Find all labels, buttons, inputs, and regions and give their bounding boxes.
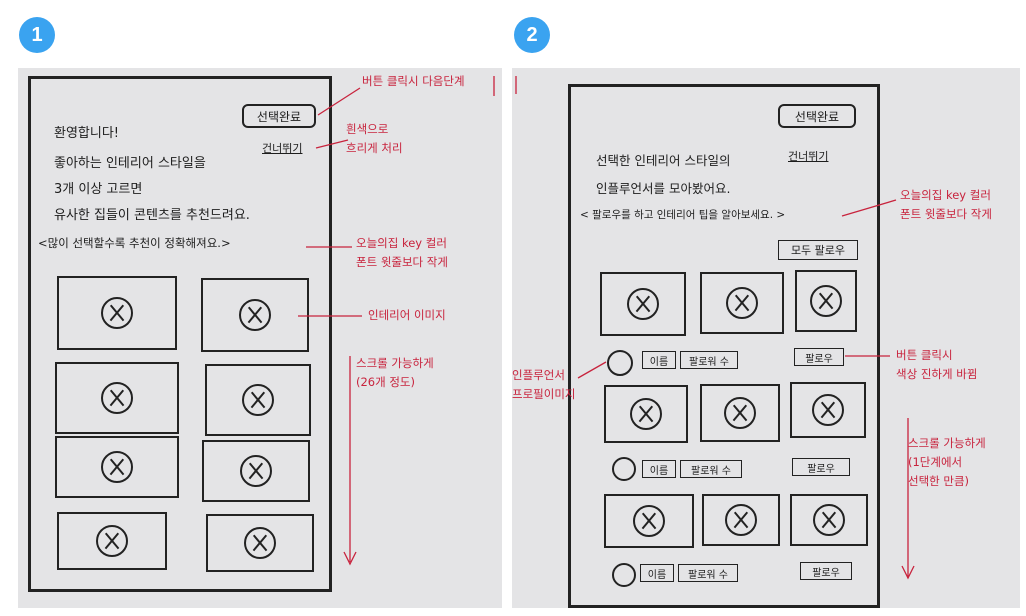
annotation-hint: 오늘의집 key 컬러 폰트 윗줄보다 작게 xyxy=(356,236,448,269)
annotation-scroll: 스크롤 가능하게 (26개 정도) xyxy=(356,356,434,389)
intro-line-3: 유사한 집들이 콘텐츠를 추천드려요. xyxy=(54,208,250,223)
phone-frame-1 xyxy=(28,76,332,592)
annotation-skip: 흰색으로 흐리게 처리 xyxy=(346,122,403,155)
hint-text-1: <많이 선택할수록 추천이 정확해져요.> xyxy=(38,236,231,250)
follow-button[interactable]: 팔로우 xyxy=(792,458,850,476)
annotation-hint: 오늘의집 key 컬러 폰트 윗줄보다 작게 xyxy=(900,188,992,221)
hint-text-2: < 팔로우를 하고 인테리어 팁을 알아보세요. > xyxy=(580,209,786,221)
interior-image[interactable] xyxy=(201,278,309,352)
interior-image[interactable] xyxy=(55,436,179,498)
interior-image[interactable] xyxy=(202,440,310,502)
intro-line-2: 3개 이상 고르면 xyxy=(54,182,143,197)
annotation-image: 인테리어 이미지 xyxy=(368,308,446,322)
connector-line xyxy=(317,87,361,116)
interior-image[interactable] xyxy=(795,270,857,332)
scroll-arrow-head xyxy=(343,551,357,566)
name-label: 이름 xyxy=(642,351,676,369)
interior-image[interactable] xyxy=(604,494,694,548)
image-placeholder-icon xyxy=(724,397,756,429)
phone-frame-2 xyxy=(568,84,880,608)
intro-line-1: 좋아하는 인테리어 스타일을 xyxy=(54,156,206,171)
name-label: 이름 xyxy=(642,460,676,478)
image-placeholder-icon xyxy=(726,287,758,319)
intro-line-2: 인플루언서를 모아봤어요. xyxy=(596,181,731,196)
follow-button[interactable]: 팔로우 xyxy=(794,348,844,366)
interior-image[interactable] xyxy=(205,364,311,436)
connector-line xyxy=(315,139,349,149)
image-placeholder-icon xyxy=(633,505,665,537)
image-placeholder-icon xyxy=(239,299,271,331)
annotation-profile: 인플루언서 프로필이미지 xyxy=(512,368,576,401)
follow-all-button[interactable]: 모두 팔로우 xyxy=(778,240,858,260)
profile-avatar[interactable] xyxy=(607,350,633,376)
image-placeholder-icon xyxy=(101,297,133,329)
image-placeholder-icon xyxy=(101,451,133,483)
follower-count: 팔로워 수 xyxy=(678,564,738,582)
interior-image[interactable] xyxy=(55,362,179,434)
image-placeholder-icon xyxy=(101,382,133,414)
annotation-follow-button: 버튼 클릭시 색상 진하게 바뀜 xyxy=(896,348,978,381)
image-placeholder-icon xyxy=(96,525,128,557)
step-badge-2: 2 xyxy=(514,17,550,53)
image-placeholder-icon xyxy=(244,527,276,559)
sketch-paper-1 xyxy=(18,68,502,608)
image-placeholder-icon xyxy=(813,504,845,536)
annotation-button: 버튼 클릭시 다음단계 xyxy=(362,74,465,88)
interior-image[interactable] xyxy=(702,494,780,546)
select-done-button-2[interactable]: 선택완료 xyxy=(778,104,856,128)
welcome-title: 환영합니다! xyxy=(54,126,120,141)
interior-image[interactable] xyxy=(700,384,780,442)
interior-image[interactable] xyxy=(790,494,868,546)
annotation-scroll: 스크롤 가능하게 (1단계에서 선택한 만큼) xyxy=(908,436,986,488)
follow-button[interactable]: 팔로우 xyxy=(800,562,852,580)
skip-link-2[interactable]: 건너뛰기 xyxy=(788,150,829,163)
interior-image[interactable] xyxy=(790,382,866,438)
image-placeholder-icon xyxy=(725,504,757,536)
profile-avatar[interactable] xyxy=(612,563,636,587)
interior-image[interactable] xyxy=(600,272,686,336)
image-placeholder-icon xyxy=(627,288,659,320)
follower-count: 팔로워 수 xyxy=(680,351,738,369)
interior-image[interactable] xyxy=(604,385,688,443)
image-placeholder-icon xyxy=(812,394,844,426)
sketch-paper-2 xyxy=(512,68,1020,608)
step-badge-1: 1 xyxy=(19,17,55,53)
name-label: 이름 xyxy=(640,564,674,582)
connector-line xyxy=(841,199,897,217)
image-placeholder-icon xyxy=(630,398,662,430)
image-placeholder-icon xyxy=(240,455,272,487)
image-placeholder-icon xyxy=(810,285,842,317)
scroll-arrow-head xyxy=(901,565,915,580)
profile-avatar[interactable] xyxy=(612,457,636,481)
interior-image[interactable] xyxy=(57,276,177,350)
interior-image[interactable] xyxy=(57,512,167,570)
skip-link-1[interactable]: 건너뛰기 xyxy=(262,142,303,155)
interior-image[interactable] xyxy=(700,272,784,334)
interior-image[interactable] xyxy=(206,514,314,572)
connector-line xyxy=(577,361,607,379)
select-done-button-1[interactable]: 선택완료 xyxy=(242,104,316,128)
follower-count: 팔로워 수 xyxy=(680,460,742,478)
intro-line-1: 선택한 인테리어 스타일의 xyxy=(596,153,731,168)
image-placeholder-icon xyxy=(242,384,274,416)
